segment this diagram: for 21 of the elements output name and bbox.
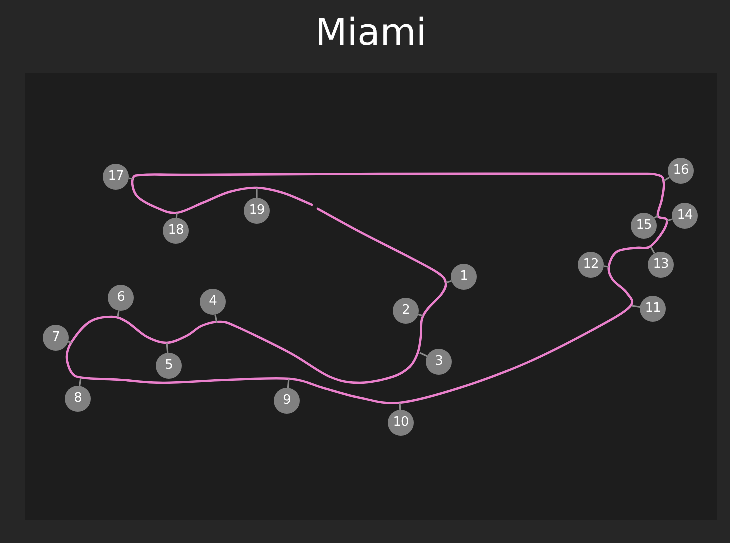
leader-line	[420, 352, 428, 358]
leader-line	[399, 402, 402, 410]
leader-line	[654, 215, 658, 220]
leader-line	[68, 341, 72, 344]
leader-line	[664, 176, 670, 182]
leader-line	[666, 218, 673, 222]
leader-line	[214, 314, 218, 324]
leader-line	[446, 280, 452, 284]
leader-line	[418, 314, 424, 317]
leader-line	[128, 178, 134, 180]
leader-line	[650, 246, 656, 254]
leader-line	[79, 378, 82, 386]
leader-line	[117, 310, 120, 318]
leader-line	[632, 305, 640, 308]
leader-line	[604, 266, 610, 268]
leader-line	[256, 188, 258, 198]
leader-line	[176, 212, 178, 218]
race-track	[66, 172, 668, 405]
leader-line	[287, 378, 290, 388]
leader-line	[166, 342, 169, 354]
title: Miami	[315, 11, 427, 54]
